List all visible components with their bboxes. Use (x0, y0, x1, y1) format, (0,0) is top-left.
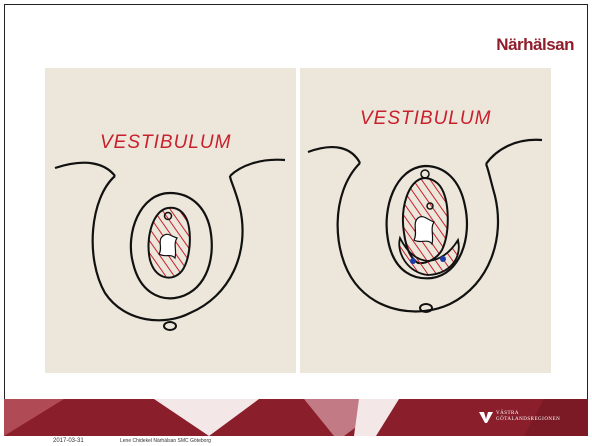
handwritten-label: VESTIBULUM (100, 132, 231, 153)
brand-logo-narhalsan: Närhälsan (496, 35, 574, 55)
vgr-logo-text: VÄSTRA GÖTALANDSREGIONEN (496, 411, 560, 423)
photo-vestibulum-right: VESTIBULUM (300, 68, 551, 373)
vgr-line2: GÖTALANDSREGIONEN (496, 417, 560, 423)
footer-date: 2017-03-31 (53, 438, 84, 444)
handwritten-label: VESTIBULUM (360, 108, 491, 129)
vgr-logo-icon (478, 409, 494, 425)
photo-vestibulum-left: VESTIBULUM (45, 68, 296, 373)
footer-author: Lene Chidekel Närhälsan SMC Göteborg (120, 438, 211, 444)
vestibulum-drawing-left: VESTIBULUM (45, 68, 296, 373)
vestibulum-drawing-right: VESTIBULUM (300, 68, 551, 373)
